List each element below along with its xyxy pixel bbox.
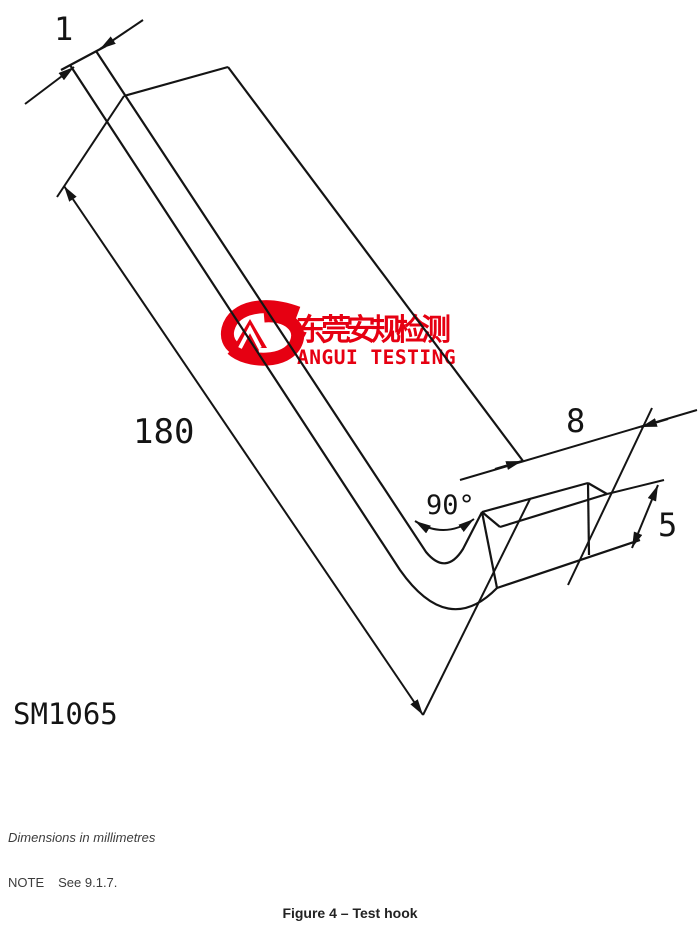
dim1-leader-upper	[99, 19, 144, 50]
dimension-lines	[24, 19, 698, 716]
dim1-leader-lower	[24, 66, 75, 105]
dim180-ext-bottom	[422, 498, 531, 716]
dim5-line	[631, 484, 659, 549]
logo-mark	[220, 300, 305, 366]
dim-1-label: 1	[54, 10, 73, 48]
hook-face-left-edge	[480, 511, 499, 589]
hook-top-face-far-edge	[499, 492, 608, 529]
dim-8-label: 8	[566, 402, 585, 440]
dimension-labels: 1 180 90° 8 5 SM1065	[13, 10, 677, 731]
watermark-english-text: ANGUI TESTING	[297, 346, 456, 369]
part-number-label: SM1065	[13, 697, 118, 731]
watermark-chinese-text: 东莞安规检测	[296, 313, 450, 347]
dim8-arrow-left	[494, 460, 523, 470]
note-text: See 9.1.7.	[58, 875, 118, 890]
figure-caption: Figure 4 – Test hook	[282, 905, 418, 921]
dim-5-label: 5	[658, 506, 677, 544]
hook-face-top-edge	[481, 481, 589, 514]
bar-end-face	[60, 45, 107, 71]
bar-top-width-edge	[123, 65, 229, 98]
dim-90-label: 90°	[426, 490, 475, 521]
hook-top-face-bevel	[587, 482, 608, 495]
hook-face-bottom-edge-ext5	[496, 538, 641, 590]
bar-far-edge	[227, 66, 524, 462]
bar-inner-edge	[95, 50, 483, 565]
dim90-arc	[414, 518, 475, 534]
dim180-ext-top	[56, 95, 125, 198]
dimensions-in-millimetres-note: Dimensions in millimetres	[8, 830, 156, 845]
dim-180-label: 180	[133, 412, 194, 452]
dim8-arrow-right	[640, 418, 669, 428]
note-label: NOTE	[8, 875, 45, 890]
note-row: NOTE See 9.1.7.	[8, 875, 117, 890]
dim180-line	[63, 185, 424, 716]
dim8-ext-right	[567, 407, 653, 586]
test-hook-drawing: 东莞安规检测 ANGUI TESTING	[13, 10, 698, 731]
hook-top-face-left	[481, 511, 501, 528]
